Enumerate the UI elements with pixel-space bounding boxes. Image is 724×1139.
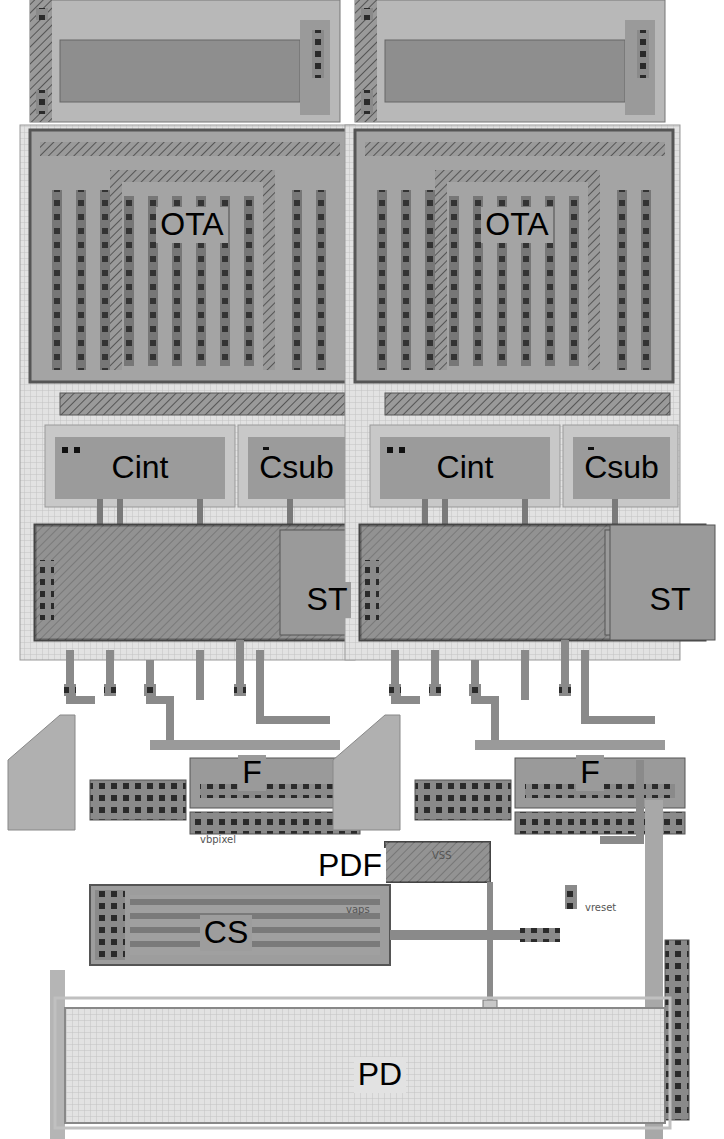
- switch-block: ST: [644, 581, 697, 619]
- block-label: F: [238, 755, 266, 790]
- capacitor-block: Cint: [380, 437, 550, 499]
- follower-block: F: [574, 754, 606, 792]
- block-label: ST: [646, 582, 695, 617]
- block-label: ST: [303, 582, 352, 617]
- current-source-block: CS: [198, 914, 255, 952]
- block-label: PD: [354, 1057, 406, 1092]
- block-label: Cint: [433, 450, 498, 485]
- block-label: OTA: [481, 207, 552, 242]
- photodiode-area: PD: [352, 1056, 409, 1094]
- ota-block: OTA: [479, 206, 555, 244]
- follower-block: F: [236, 754, 268, 792]
- block-label: PDF: [314, 848, 386, 883]
- capacitor-block: Cint: [55, 437, 225, 499]
- block-label: OTA: [156, 207, 227, 242]
- photodiode-follower-block: PDF: [312, 847, 388, 885]
- block-label: Csub: [580, 450, 663, 485]
- switch-block: ST: [301, 581, 354, 619]
- block-label: Cint: [108, 450, 173, 485]
- block-label: F: [576, 755, 604, 790]
- signal-name: VSS: [432, 850, 452, 861]
- signal-name: vaps: [346, 904, 370, 915]
- block-label: Csub: [255, 450, 338, 485]
- signal-name: vreset: [585, 902, 616, 913]
- block-label: CS: [200, 915, 252, 950]
- ota-block: OTA: [154, 206, 230, 244]
- signal-name: vbpixel: [200, 834, 236, 845]
- capacitor-block: Csub: [573, 437, 670, 499]
- capacitor-block: Csub: [248, 437, 345, 499]
